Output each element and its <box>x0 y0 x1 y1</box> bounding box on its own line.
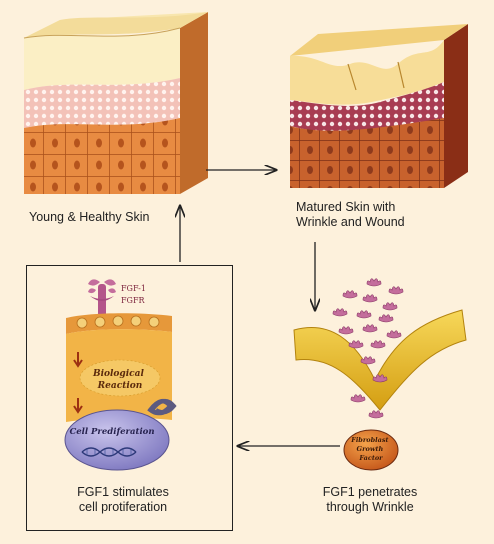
process-arrows <box>180 170 340 446</box>
cell-signal-illustration: Biological Reaction Cell Prediferation F… <box>64 279 177 471</box>
fgf-molecule-icon <box>342 290 358 299</box>
fgf-molecule-icon <box>348 340 364 349</box>
fgf-molecule-icon <box>350 394 366 403</box>
young-skin-illustration <box>23 12 208 194</box>
fgf-molecule-icon <box>382 302 398 311</box>
caption-young-skin-text: Young & Healthy Skin <box>29 210 150 224</box>
fibroblast-label-line3: Factor <box>358 454 383 462</box>
caption-stimulates: FGF1 stimulates cell protiferation <box>48 485 198 515</box>
fgf-molecule-icon <box>378 314 394 323</box>
fgf-molecules <box>332 278 404 419</box>
fibroblast-label-line1: Fibroblast <box>350 436 388 444</box>
fgf-molecule-icon <box>372 374 388 383</box>
fibroblast-label-line2: Growth <box>357 445 384 453</box>
caption-matured-line2: Wrinkle and Wound <box>296 215 405 229</box>
fgf-molecule-icon <box>338 326 354 335</box>
biological-reaction-line2: Reaction <box>97 381 143 391</box>
fgf-molecule-icon <box>360 356 376 365</box>
biological-reaction-line1: Biological <box>92 369 144 379</box>
fgf-molecule-icon <box>366 278 382 287</box>
fgf-molecule-icon <box>370 340 386 349</box>
fgfr-label: FGFR <box>121 296 145 305</box>
fgf-molecule-icon <box>356 310 372 319</box>
fgf-molecule-icon <box>332 308 348 317</box>
svg-text:Fibroblast Growth: Fibroblast Growth Factor <box>350 436 391 462</box>
fgf1-stimulation-panel <box>26 265 233 531</box>
fgf-receptor-icon <box>88 279 116 318</box>
caption-matured-skin: Matured Skin with Wrinkle and Wound <box>296 200 405 230</box>
wrinkle-illustration <box>293 309 467 411</box>
fibroblast-growth-factor-capsule: Fibroblast Growth Factor <box>343 429 399 471</box>
fgf-molecule-icon <box>388 286 404 295</box>
caption-stimulates-line2: cell protiferation <box>78 500 168 514</box>
caption-penetrates-line1: FGF1 penetrates <box>322 485 418 499</box>
matured-skin-illustration <box>290 24 468 188</box>
fgf-molecule-icon <box>362 294 378 303</box>
caption-young-skin: Young & Healthy Skin <box>29 210 149 225</box>
svg-text:Biological Reaction: Biological Reaction <box>92 369 147 391</box>
caption-penetrates: FGF1 penetrates through Wrinkle <box>300 485 440 515</box>
cell-proliferation-label: Cell Prediferation <box>69 427 154 437</box>
caption-stimulates-line1: FGF1 stimulates <box>77 485 169 499</box>
fgf-molecule-icon <box>386 330 402 339</box>
caption-matured-line1: Matured Skin with <box>296 200 396 214</box>
fgf1-label: FGF-1 <box>121 284 146 293</box>
caption-penetrates-line2: through Wrinkle <box>326 500 414 514</box>
fgf-molecule-icon <box>362 324 378 333</box>
fgf-molecule-icon <box>368 410 384 419</box>
